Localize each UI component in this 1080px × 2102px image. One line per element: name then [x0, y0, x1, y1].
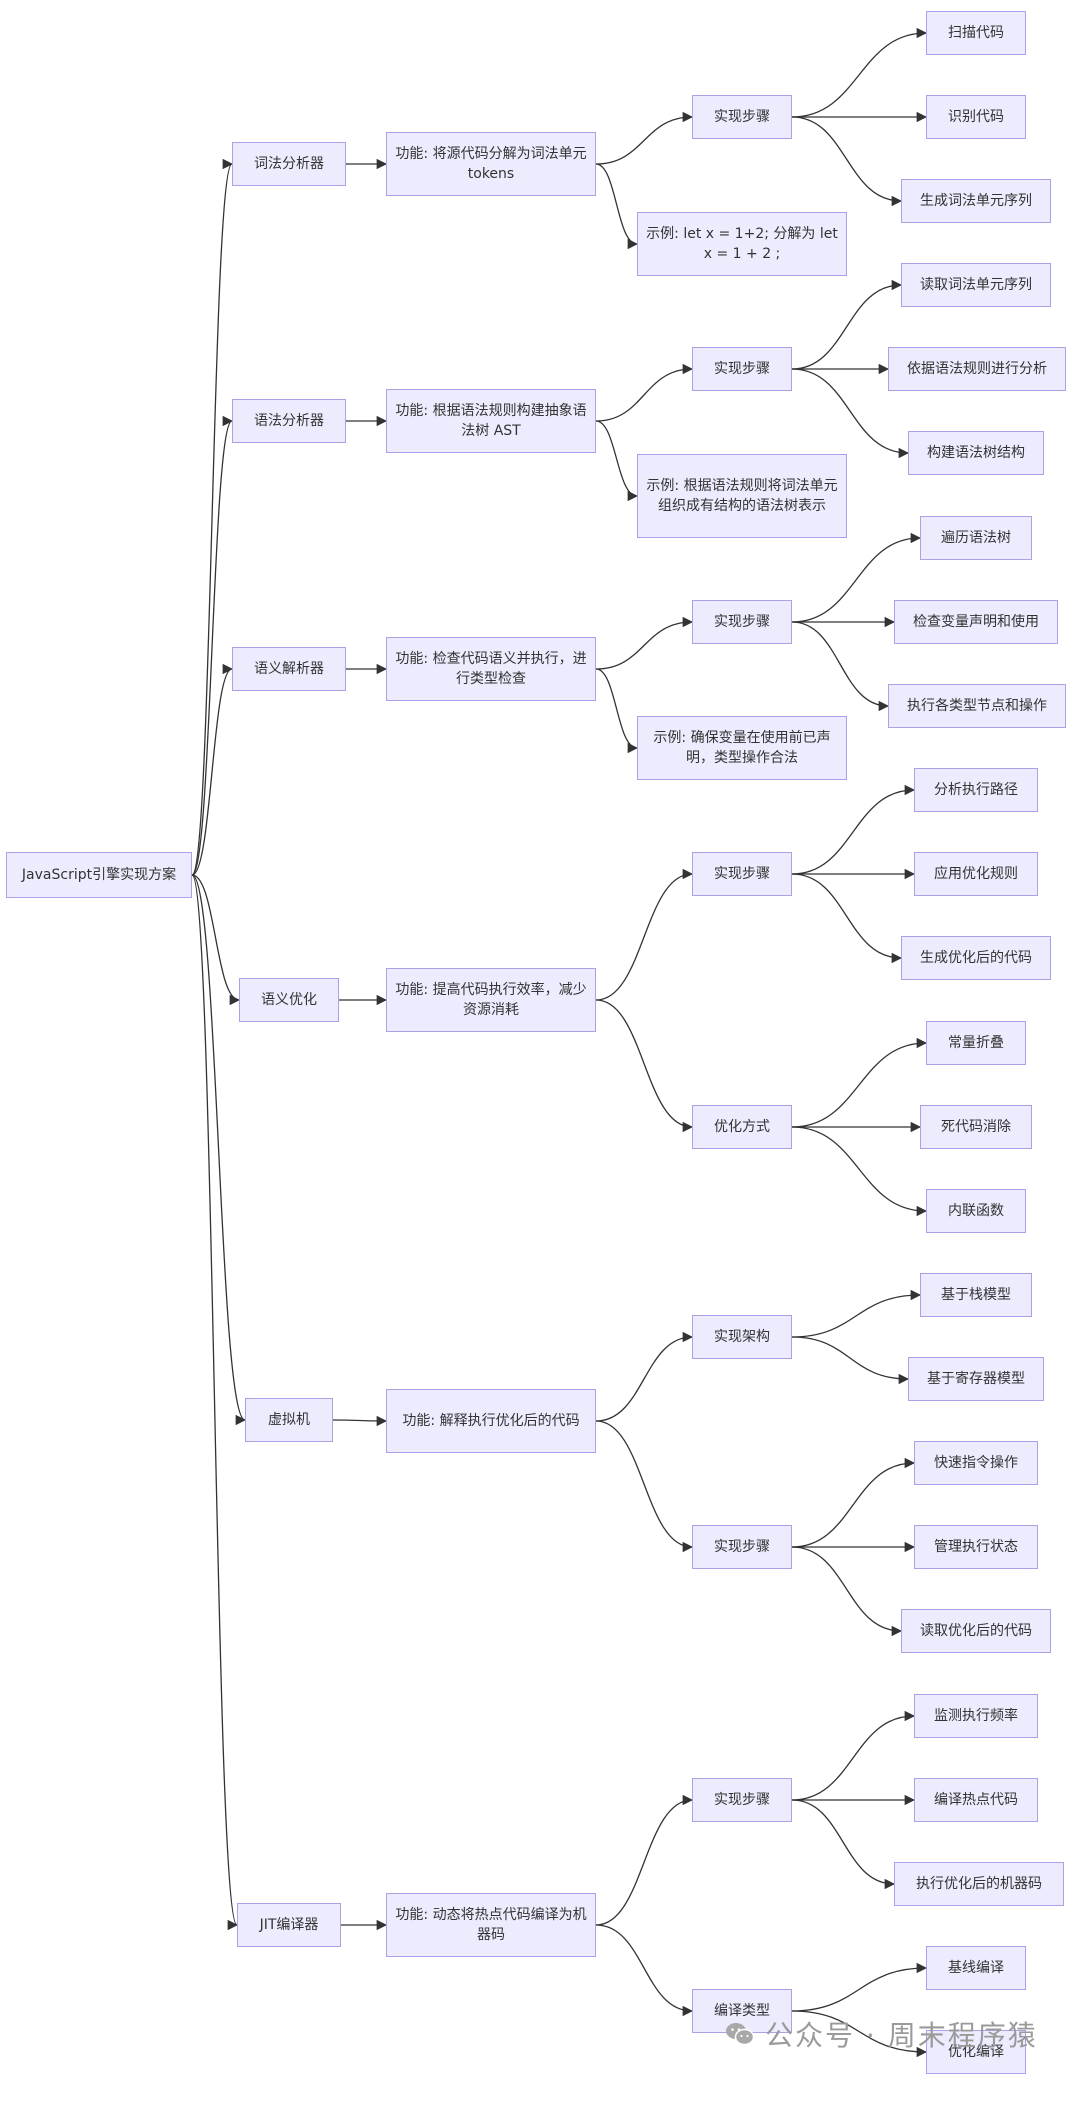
- leaf-node: 执行优化后的机器码: [894, 1862, 1064, 1906]
- wechat-icon: [726, 2023, 755, 2046]
- function-node: 功能: 提高代码执行效率，减少资源消耗: [386, 968, 596, 1032]
- leaf-node: 编译热点代码: [914, 1778, 1038, 1822]
- function-node: 功能: 动态将热点代码编译为机器码: [386, 1893, 596, 1957]
- branch-node: 虚拟机: [245, 1398, 333, 1442]
- leaf-node: 基线编译: [926, 1946, 1026, 1990]
- edge-function-to-group: [595, 363, 694, 422]
- example-node: 示例: let x = 1+2; 分解为 let x = 1 + 2 ;: [637, 212, 847, 276]
- edge-function-to-group: [595, 111, 694, 165]
- leaf-node: 检查变量声明和使用: [894, 600, 1058, 644]
- edge-group-to-leaf: [791, 1546, 903, 1637]
- root-node: JavaScript引擎实现方案: [6, 852, 192, 898]
- edge-function-to-group: [595, 868, 694, 1001]
- leaf-node: 生成词法单元序列: [901, 179, 1051, 223]
- edge-root-to-branch: [191, 663, 234, 876]
- edge-function-to-group: [595, 1794, 694, 1926]
- edge-group-to-leaf: [791, 1037, 928, 1128]
- edge-function-to-example: [595, 163, 639, 250]
- edge-root-to-branch: [191, 416, 234, 876]
- leaf-node: 优化编译: [926, 2030, 1026, 2074]
- branch-node: 语法分析器: [232, 399, 346, 443]
- group-node: 实现步骤: [692, 95, 792, 139]
- edge-function-to-group: [595, 616, 694, 670]
- edge-group-to-leaf: [791, 279, 903, 370]
- edge-function-to-group: [595, 1924, 694, 2017]
- branch-node: 语义优化: [239, 978, 339, 1022]
- edge-group-to-leaf: [791, 1710, 916, 1801]
- edge-group-to-leaf: [791, 1336, 910, 1385]
- function-node: 功能: 将源代码分解为词法单元 tokens: [386, 132, 596, 196]
- leaf-node: 分析执行路径: [914, 768, 1038, 812]
- leaf-node: 遍历语法树: [920, 516, 1032, 560]
- function-node: 功能: 检查代码语义并执行，进行类型检查: [386, 637, 596, 701]
- leaf-node: 扫描代码: [926, 11, 1026, 55]
- group-node: 编译类型: [692, 1989, 792, 2033]
- edge-root-to-branch: [191, 874, 247, 1426]
- leaf-node: 读取词法单元序列: [901, 263, 1051, 307]
- example-node: 示例: 确保变量在使用前已声明，类型操作合法: [637, 716, 847, 780]
- group-node: 实现步骤: [692, 347, 792, 391]
- function-node: 功能: 根据语法规则构建抽象语法树 AST: [386, 389, 596, 453]
- watermark-text: 公众号 · 周末程序猿: [765, 2019, 1038, 2052]
- leaf-node: 应用优化规则: [914, 852, 1038, 896]
- edge-group-to-leaf: [791, 1799, 896, 1890]
- edge-function-to-group: [595, 999, 694, 1133]
- leaf-node: 快速指令操作: [914, 1441, 1038, 1485]
- leaf-node: 基于栈模型: [920, 1273, 1032, 1317]
- edge-group-to-leaf: [791, 784, 916, 875]
- edge-function-to-example: [595, 420, 639, 502]
- edge-function-to-group: [595, 1420, 694, 1553]
- edge-root-to-branch: [191, 874, 241, 1006]
- group-node: 实现步骤: [692, 1778, 792, 1822]
- leaf-node: 管理执行状态: [914, 1525, 1038, 1569]
- leaf-node: 常量折叠: [926, 1021, 1026, 1065]
- branch-node: 语义解析器: [232, 647, 346, 691]
- watermark: 公众号 · 周末程序猿: [725, 2014, 1038, 2054]
- edge-group-to-leaf: [791, 1126, 928, 1217]
- edge-group-to-leaf: [791, 1289, 922, 1338]
- edge-branch-to-function: [332, 1415, 388, 1427]
- leaf-node: 识别代码: [926, 95, 1026, 139]
- edge-group-to-leaf: [791, 2010, 928, 2058]
- edge-function-to-group: [595, 1331, 694, 1422]
- leaf-node: 基于寄存器模型: [908, 1357, 1044, 1401]
- leaf-node: 生成优化后的代码: [901, 936, 1051, 980]
- function-node: 功能: 解释执行优化后的代码: [386, 1389, 596, 1453]
- group-node: 实现架构: [692, 1315, 792, 1359]
- group-node: 实现步骤: [692, 852, 792, 896]
- edge-group-to-leaf: [791, 621, 890, 712]
- leaf-node: 死代码消除: [920, 1105, 1032, 1149]
- edge-group-to-leaf: [791, 368, 910, 459]
- edge-group-to-leaf: [791, 116, 903, 207]
- edge-group-to-leaf: [791, 1962, 928, 2012]
- edge-group-to-leaf: [791, 27, 928, 118]
- edge-group-to-leaf: [791, 1457, 916, 1548]
- leaf-node: 依据语法规则进行分析: [888, 347, 1066, 391]
- group-node: 优化方式: [692, 1105, 792, 1149]
- leaf-node: 读取优化后的代码: [901, 1609, 1051, 1653]
- branch-node: 词法分析器: [232, 142, 346, 186]
- edge-group-to-leaf: [791, 873, 903, 964]
- example-node: 示例: 根据语法规则将词法单元组织成有结构的语法树表示: [637, 454, 847, 538]
- leaf-node: 内联函数: [926, 1189, 1026, 1233]
- group-node: 实现步骤: [692, 1525, 792, 1569]
- leaf-node: 执行各类型节点和操作: [888, 684, 1066, 728]
- edge-root-to-branch: [191, 874, 239, 1930]
- leaf-node: 构建语法树结构: [908, 431, 1044, 475]
- edge-root-to-branch: [191, 159, 234, 876]
- edge-group-to-leaf: [791, 532, 922, 623]
- edge-function-to-example: [595, 668, 639, 754]
- leaf-node: 监测执行频率: [914, 1694, 1038, 1738]
- group-node: 实现步骤: [692, 600, 792, 644]
- branch-node: JIT编译器: [237, 1903, 341, 1947]
